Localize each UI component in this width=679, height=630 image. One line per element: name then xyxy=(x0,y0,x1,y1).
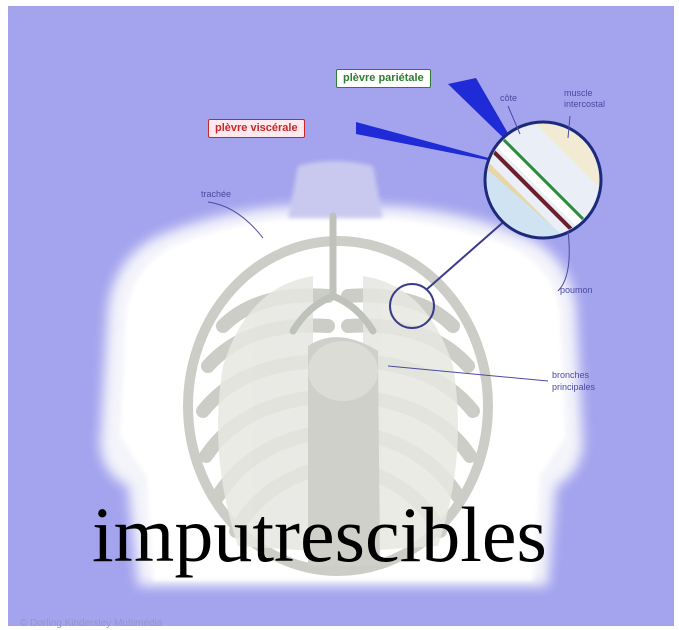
callout-parietal-pleura: plèvre pariétale xyxy=(336,69,431,88)
label-lung: poumon xyxy=(560,286,593,295)
callout-visceral-pleura: plèvre viscérale xyxy=(208,119,305,138)
label-main-bronchi: bronches principales xyxy=(552,370,622,393)
overlay-word: imputrescibles xyxy=(92,496,547,574)
label-intercostal-muscle: muscle intercostal xyxy=(564,88,634,110)
label-trachea: trachée xyxy=(201,190,231,199)
neck xyxy=(288,161,383,218)
label-rib: côte xyxy=(500,94,517,103)
image-credit: © Dorling Kindersley Multimédia xyxy=(20,618,162,629)
